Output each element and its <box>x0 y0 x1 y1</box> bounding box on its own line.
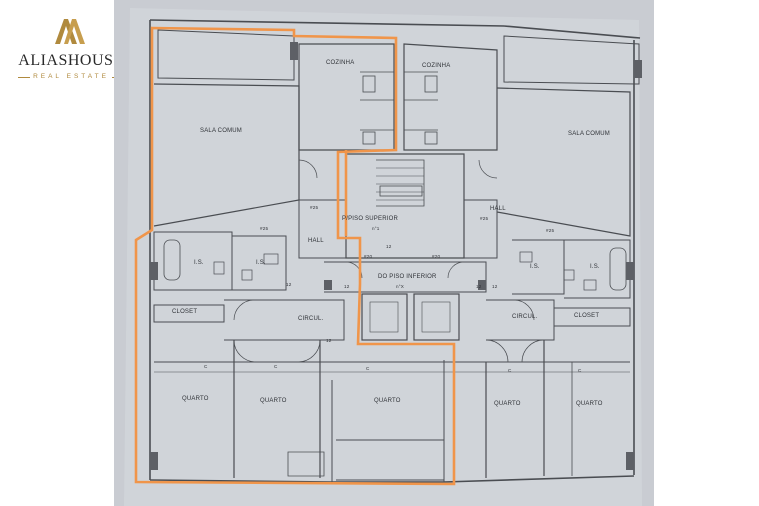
brand-tagline: REAL ESTATE <box>16 73 126 80</box>
room-label-bedroom-3: QUARTO <box>374 398 401 404</box>
room-label-bath-right-1: I.S. <box>530 264 540 270</box>
door-tag: 12 <box>492 284 498 289</box>
door-tag: 12 <box>344 284 350 289</box>
room-label-hall-right: HALL <box>490 206 506 212</box>
door-tag: 12 <box>286 282 292 287</box>
aa-monogram-icon <box>55 19 85 44</box>
stairs-up-label: P/PISO SUPERIOR <box>342 216 399 222</box>
door-tag: 12 <box>476 284 482 289</box>
cabinet-mark: C <box>274 364 278 369</box>
room-label-bath-right-2: I.S. <box>590 264 600 270</box>
dimension-mark: #25 <box>260 226 269 231</box>
brand-name: ALIASHOUSE <box>18 52 124 69</box>
dimension-mark: #20 <box>432 254 441 259</box>
room-label-living-right: SALA COMUM <box>568 131 611 137</box>
brand-logo[interactable]: ALIASHOUSE REAL ESTATE <box>0 10 134 90</box>
room-label-kitchen-right: COZINHA <box>422 63 451 69</box>
cabinet-mark: C <box>366 366 370 371</box>
room-label-circulation-left: CIRCUL. <box>298 316 324 322</box>
room-label-circulation-right: CIRCUL. <box>512 314 538 320</box>
stairs-down-label: DO PISO INFERIOR <box>378 274 437 280</box>
room-label-bedroom-1: QUARTO <box>182 396 209 402</box>
stairs-up-code: n°1 <box>372 226 380 231</box>
dimension-mark: #25 <box>310 205 319 210</box>
cabinet-mark: C <box>204 364 208 369</box>
room-label-bath-left-2: I.S. <box>256 260 266 266</box>
room-label-closet-right: CLOSET <box>574 313 600 319</box>
room-label-bedroom-4: QUARTO <box>494 401 521 407</box>
door-tag: 12 <box>386 244 392 249</box>
room-label-living-left: SALA COMUM <box>200 128 243 134</box>
dimension-mark: #25 <box>546 228 555 233</box>
cabinet-mark: C <box>508 368 512 373</box>
floor-plan: COZINHA COZINHA SALA COMUM SALA COMUM HA… <box>114 0 654 506</box>
room-label-hall-left: HALL <box>308 238 324 244</box>
floor-plan-drawing <box>114 0 654 506</box>
room-label-bath-left-1: I.S. <box>194 260 204 266</box>
door-tag: 12 <box>326 338 332 343</box>
stairs-down-code: n°X <box>396 284 405 289</box>
room-label-closet-left: CLOSET <box>172 309 198 315</box>
room-label-bedroom-5: QUARTO <box>576 401 603 407</box>
room-label-bedroom-2: QUARTO <box>260 398 287 404</box>
dimension-mark: #25 <box>480 216 489 221</box>
highlighted-unit-outline <box>134 26 456 486</box>
room-label-kitchen-left: COZINHA <box>326 60 355 66</box>
dimension-mark: #20 <box>364 254 373 259</box>
cabinet-mark: C <box>578 368 582 373</box>
